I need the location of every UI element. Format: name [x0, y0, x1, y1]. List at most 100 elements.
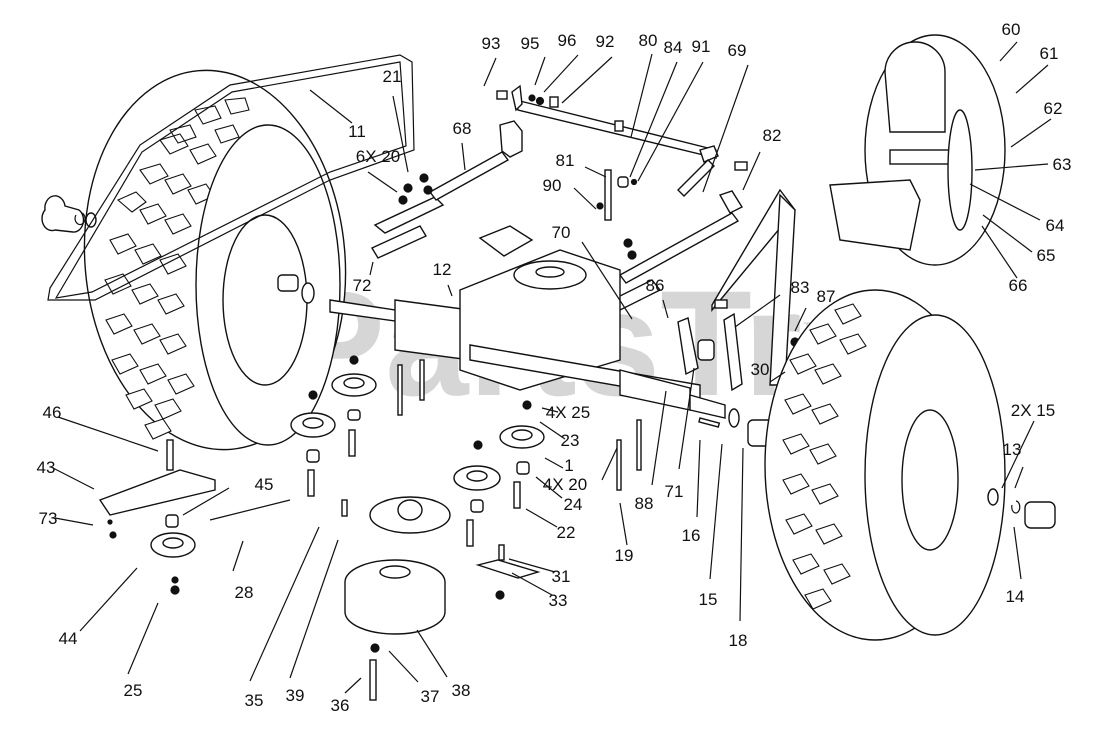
callout-30[interactable]: 30	[751, 360, 786, 383]
callout-72[interactable]: 72	[353, 261, 374, 295]
callout-65[interactable]: 65	[982, 214, 1056, 265]
callout-18[interactable]: 18	[729, 447, 748, 650]
callout-86[interactable]: 86	[646, 276, 669, 319]
callout-95[interactable]: 95	[521, 34, 546, 86]
callout-label[interactable]: 12	[433, 260, 452, 279]
callout-70[interactable]: 70	[552, 223, 633, 320]
callout-label[interactable]: 90	[543, 176, 562, 195]
callout-15[interactable]: 15	[699, 443, 723, 609]
callout-2x15[interactable]: 2X 15	[1001, 401, 1055, 489]
callout-label[interactable]: 73	[39, 509, 58, 528]
callout-label[interactable]: 16	[682, 526, 701, 545]
callout-label[interactable]: 18	[729, 631, 748, 650]
callout-label[interactable]: 70	[552, 223, 571, 242]
callout-label[interactable]: 91	[692, 37, 711, 56]
callout-label[interactable]: 72	[353, 276, 372, 295]
callout-label[interactable]: 61	[1040, 44, 1059, 63]
callout-87[interactable]: 87	[794, 287, 836, 332]
callout-label[interactable]: 95	[521, 34, 540, 53]
callout-label[interactable]: 33	[549, 591, 568, 610]
callout-label[interactable]: 4X 20	[543, 475, 587, 494]
callout-label[interactable]: 38	[452, 681, 471, 700]
callout-80[interactable]: 80	[630, 31, 658, 138]
callout-62[interactable]: 62	[1010, 99, 1063, 148]
callout-label[interactable]: 92	[596, 32, 615, 51]
callout-label[interactable]: 39	[286, 686, 305, 705]
callout-64[interactable]: 64	[969, 183, 1065, 235]
callout-label[interactable]: 81	[556, 151, 575, 170]
callout-19[interactable]: 19	[615, 502, 634, 565]
callout-6x20[interactable]: 6X 20	[356, 147, 400, 193]
callout-label[interactable]: 63	[1053, 155, 1072, 174]
callout-69[interactable]: 69	[702, 41, 749, 193]
callout-label[interactable]: 83	[791, 278, 810, 297]
callout-label[interactable]: 2X 15	[1011, 401, 1055, 420]
callout-label[interactable]: 65	[1037, 246, 1056, 265]
callout-label[interactable]: 64	[1046, 216, 1065, 235]
callout-label[interactable]: 31	[552, 567, 571, 586]
callout-60[interactable]: 60	[999, 20, 1021, 62]
callout-35[interactable]: 35	[245, 526, 320, 710]
callout-label[interactable]: 15	[699, 590, 718, 609]
callout-label[interactable]: 87	[817, 287, 836, 306]
callout-39[interactable]: 39	[286, 539, 339, 705]
callout-66[interactable]: 66	[981, 225, 1028, 295]
callout-label[interactable]: 13	[1003, 440, 1022, 459]
callout-13[interactable]: 13	[1003, 440, 1024, 489]
callout-4x25[interactable]: 4X 25	[541, 403, 590, 422]
callout-63[interactable]: 63	[974, 155, 1072, 174]
callout-label[interactable]: 88	[635, 494, 654, 513]
callout-label[interactable]: 80	[639, 31, 658, 50]
callout-68[interactable]: 68	[453, 119, 472, 171]
callout-61[interactable]: 61	[1015, 44, 1059, 94]
callout-16[interactable]: 16	[682, 439, 701, 545]
callout-22[interactable]: 22	[525, 508, 576, 542]
callout-43[interactable]: 43	[37, 458, 95, 490]
callout-73[interactable]: 73	[39, 509, 94, 528]
callout-label[interactable]: 66	[1009, 276, 1028, 295]
callout-label[interactable]: 46	[43, 403, 62, 422]
callout-33[interactable]: 33	[511, 572, 568, 610]
callout-90[interactable]: 90	[543, 176, 597, 210]
callout-label[interactable]: 23	[561, 431, 580, 450]
callout-88[interactable]: 88	[635, 390, 667, 513]
callout-23[interactable]: 23	[539, 421, 580, 450]
callout-36[interactable]: 36	[331, 677, 362, 715]
callout-label[interactable]: 22	[557, 523, 576, 542]
callout-label[interactable]: 4X 25	[546, 403, 590, 422]
callout-45[interactable]: 45	[182, 475, 274, 516]
callout-96[interactable]: 96	[543, 31, 579, 93]
callout-label[interactable]: 19	[615, 546, 634, 565]
callout-label[interactable]: 71	[665, 482, 684, 501]
callout-71[interactable]: 71	[665, 367, 695, 501]
callout-92[interactable]: 92	[561, 32, 615, 104]
callout-91[interactable]: 91	[637, 37, 711, 182]
callout-label[interactable]: 28	[235, 583, 254, 602]
callout-46[interactable]: 46	[43, 403, 159, 452]
callout-label[interactable]: 45	[255, 475, 274, 494]
callout-12[interactable]: 12	[433, 260, 453, 297]
callout-label[interactable]: 86	[646, 276, 665, 295]
callout-label[interactable]: 25	[124, 681, 143, 700]
callout-label[interactable]: 14	[1006, 587, 1025, 606]
callout-label[interactable]: 69	[728, 41, 747, 60]
callout-label[interactable]: 35	[245, 691, 264, 710]
callout-label[interactable]: 43	[37, 458, 56, 477]
callout-21[interactable]: 21	[383, 67, 409, 173]
callout-83[interactable]: 83	[734, 278, 810, 328]
callout-label[interactable]: 82	[763, 126, 782, 145]
callout-24[interactable]: 24	[535, 476, 583, 514]
callout-37[interactable]: 37	[388, 650, 439, 706]
callout-84[interactable]: 84	[629, 38, 683, 178]
callout-11[interactable]: 11	[309, 89, 366, 141]
callout-label[interactable]: 62	[1044, 99, 1063, 118]
callout-label[interactable]: 21	[383, 67, 402, 86]
callout-label[interactable]: 24	[564, 495, 583, 514]
callout-28[interactable]: 28	[232, 540, 254, 602]
callout-label[interactable]: 6X 20	[356, 147, 400, 166]
callout-93[interactable]: 93	[482, 34, 501, 87]
callout-82[interactable]: 82	[742, 126, 782, 191]
callout-label[interactable]: 60	[1002, 20, 1021, 39]
callout-4x20[interactable]: 4X 20	[543, 447, 618, 494]
callout-label[interactable]: 84	[664, 38, 683, 57]
